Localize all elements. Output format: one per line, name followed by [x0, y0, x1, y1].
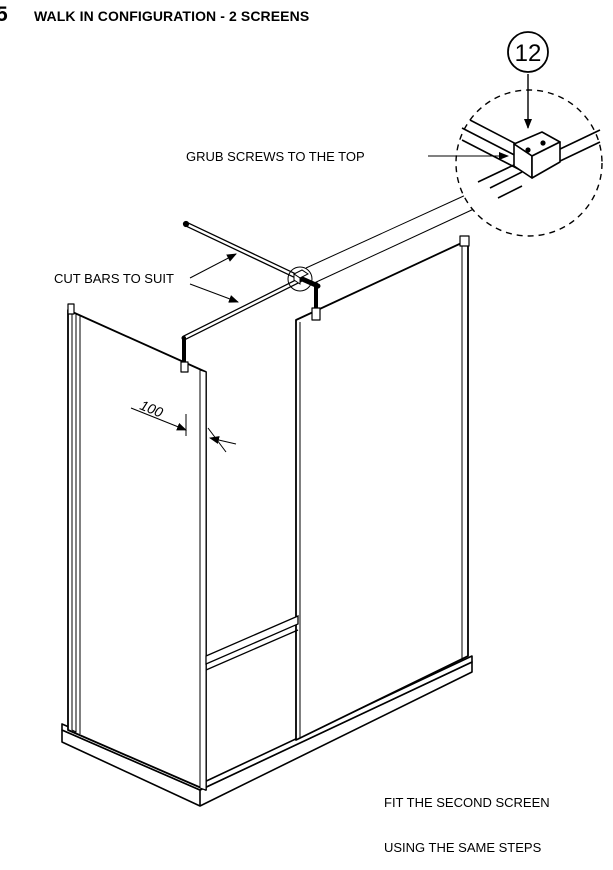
second-screen-panel — [295, 235, 470, 741]
grub-screws-callout: GRUB SCREWS TO THE TOP — [186, 149, 509, 164]
note-line-2: USING THE SAME STEPS — [384, 840, 542, 855]
assembly-diagram: 12 GRUB SCREWS TO THE TOP CUT BARS TO SU… — [54, 31, 603, 807]
support-bars — [180, 220, 321, 373]
note-line-1: FIT THE SECOND SCREEN — [384, 795, 550, 810]
connector-block-small — [293, 269, 309, 285]
lower-support — [205, 615, 299, 671]
magnified-detail — [455, 74, 603, 237]
part-number-label: 12 — [515, 40, 542, 67]
shower-tray — [61, 655, 473, 807]
step-number: 5 — [0, 3, 8, 26]
cut-bars-callout: CUT BARS TO SUIT — [54, 253, 239, 303]
grub-screws-label: GRUB SCREWS TO THE TOP — [186, 149, 365, 164]
instruction-note: FIT THE SECOND SCREEN USING THE SAME STE… — [384, 765, 550, 870]
dimension-100 — [130, 407, 237, 453]
first-screen-panel — [67, 303, 207, 791]
grub-screw-icon — [525, 147, 531, 153]
part-number-balloon: 12 — [507, 31, 549, 73]
cut-bars-label: CUT BARS TO SUIT — [54, 271, 174, 286]
step-title: WALK IN CONFIGURATION - 2 SCREENS — [34, 8, 310, 24]
detail-leader-lines — [305, 193, 477, 285]
grub-screw-icon — [540, 140, 546, 146]
detail-marker-circle — [287, 266, 313, 292]
